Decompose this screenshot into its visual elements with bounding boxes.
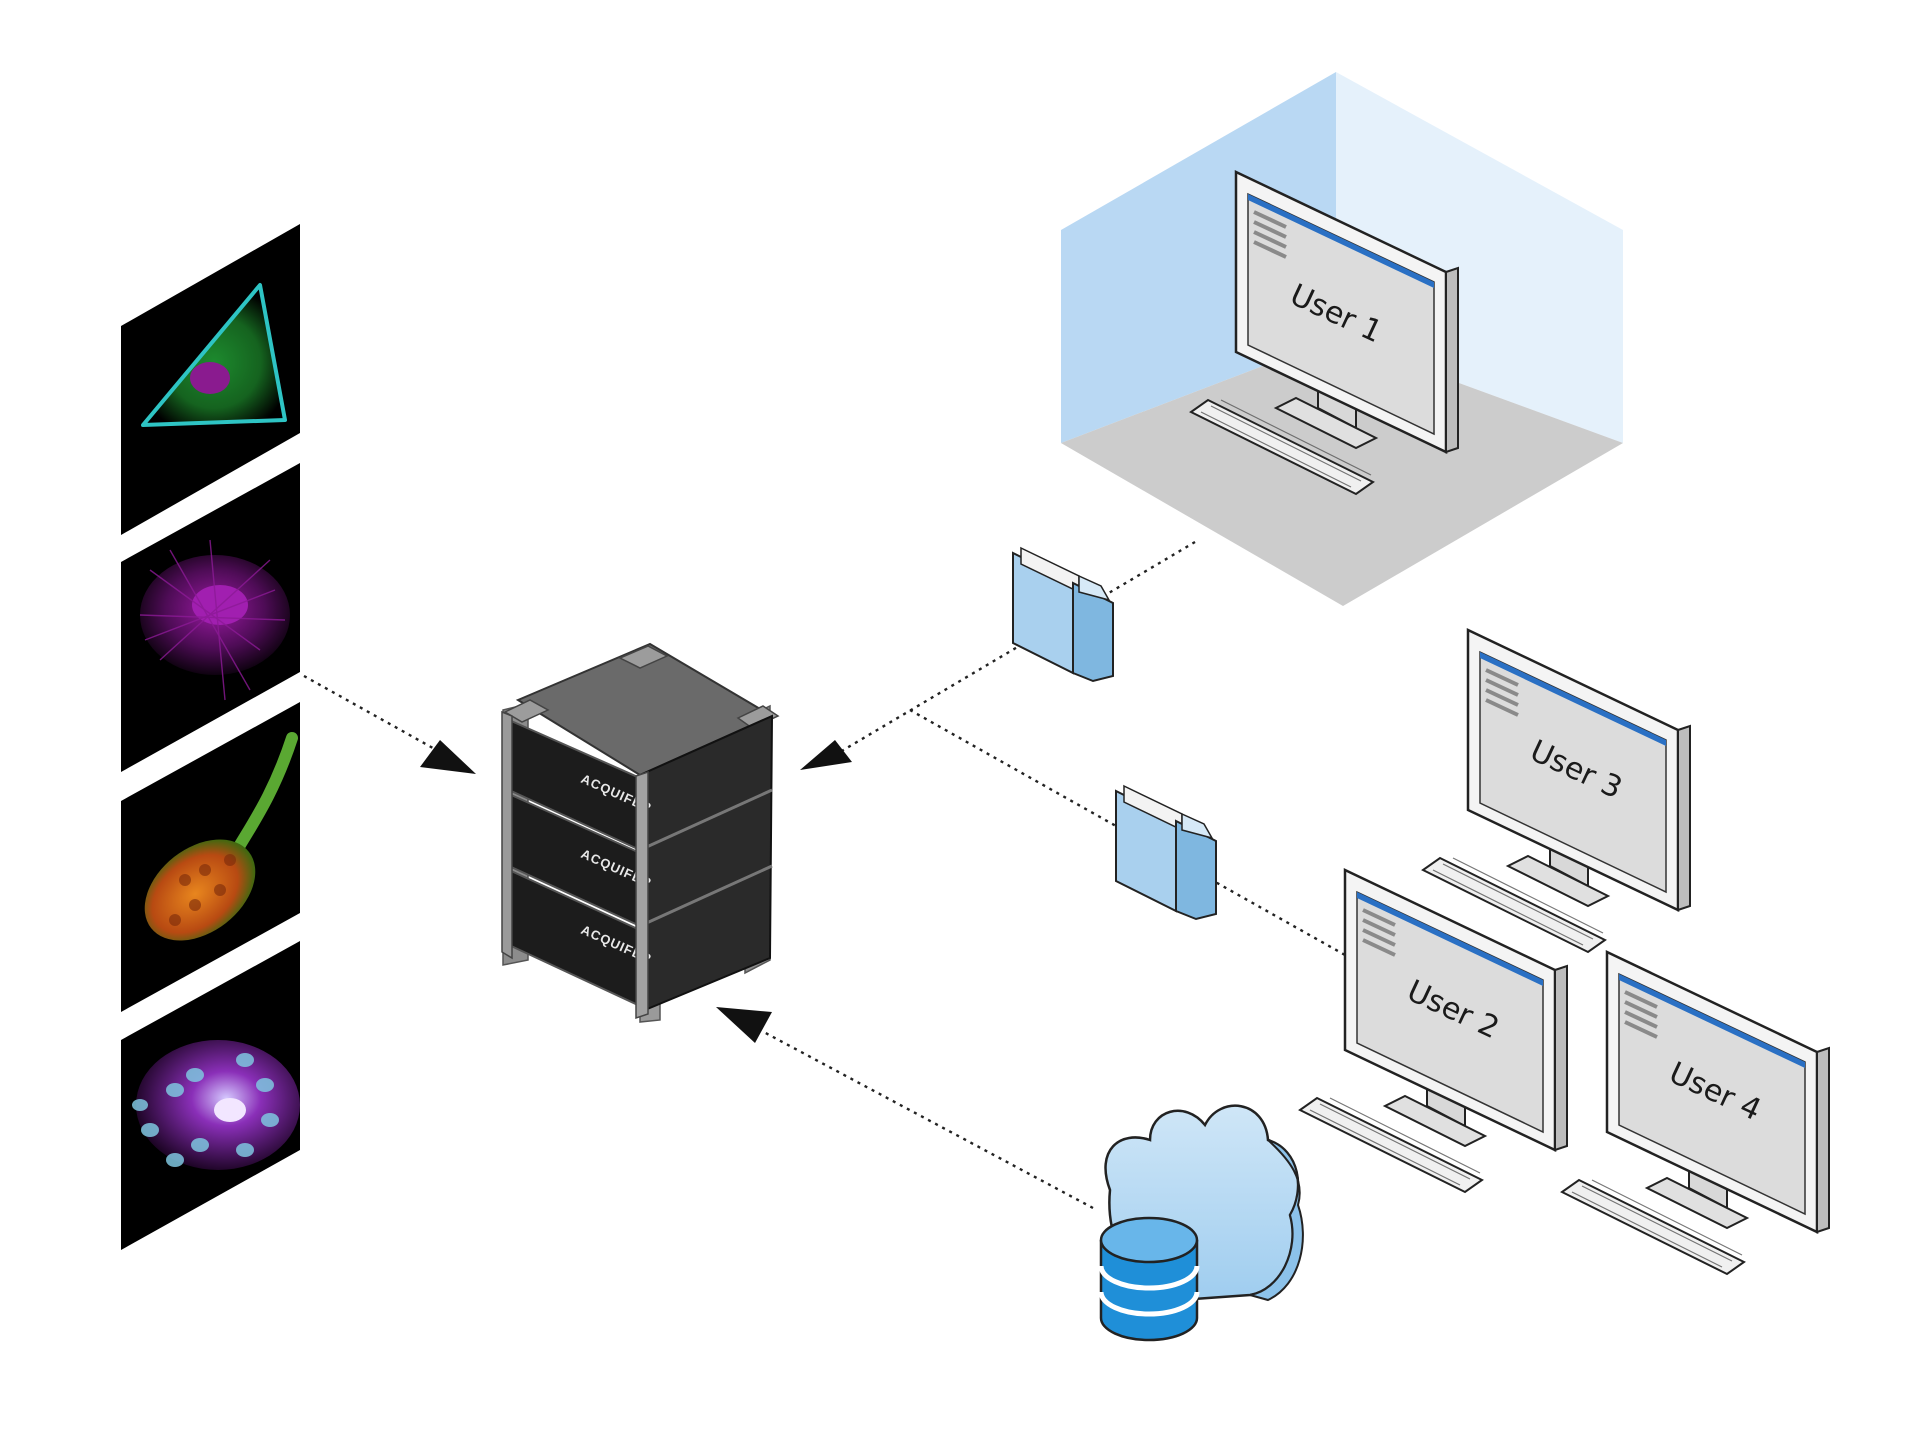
- keyboard-icon: [1560, 1178, 1746, 1276]
- workstation-user-1[interactable]: User 1: [1189, 170, 1459, 496]
- monitor-icon: User 3: [1466, 628, 1691, 912]
- arrowhead-right-icon: [800, 740, 852, 770]
- flow-cloud-to-server: [759, 1028, 1094, 1210]
- image-tile-3: [121, 702, 300, 1012]
- cloud-storage: [1098, 1104, 1304, 1342]
- workstation-user-2[interactable]: User 2: [1298, 868, 1568, 1194]
- folder-icon: [1115, 784, 1217, 921]
- workstation-user-4[interactable]: User 4: [1560, 950, 1830, 1276]
- image-tile-4: [121, 941, 300, 1250]
- arrowhead-bottom-icon: [716, 1007, 772, 1043]
- database-icon: [1098, 1216, 1200, 1342]
- flow-images-to-server: [303, 674, 441, 754]
- monitor-icon: User 4: [1605, 950, 1830, 1234]
- microscopy-image-stack: [121, 224, 300, 1250]
- folder-icon: [1012, 546, 1114, 683]
- keyboard-icon: [1298, 1096, 1484, 1194]
- image-tile-1: [121, 224, 300, 535]
- arrowhead-left-icon: [420, 740, 476, 774]
- keyboard-icon: [1421, 856, 1607, 954]
- image-tile-2: [121, 463, 300, 772]
- workstation-user-3[interactable]: User 3: [1421, 628, 1691, 954]
- monitor-icon: User 2: [1343, 868, 1568, 1152]
- monitor-icon: User 1: [1234, 170, 1459, 454]
- server-rack-icon: ACQUIFER ACQUIFER ACQUIFER: [501, 642, 780, 1023]
- keyboard-icon: [1189, 398, 1375, 496]
